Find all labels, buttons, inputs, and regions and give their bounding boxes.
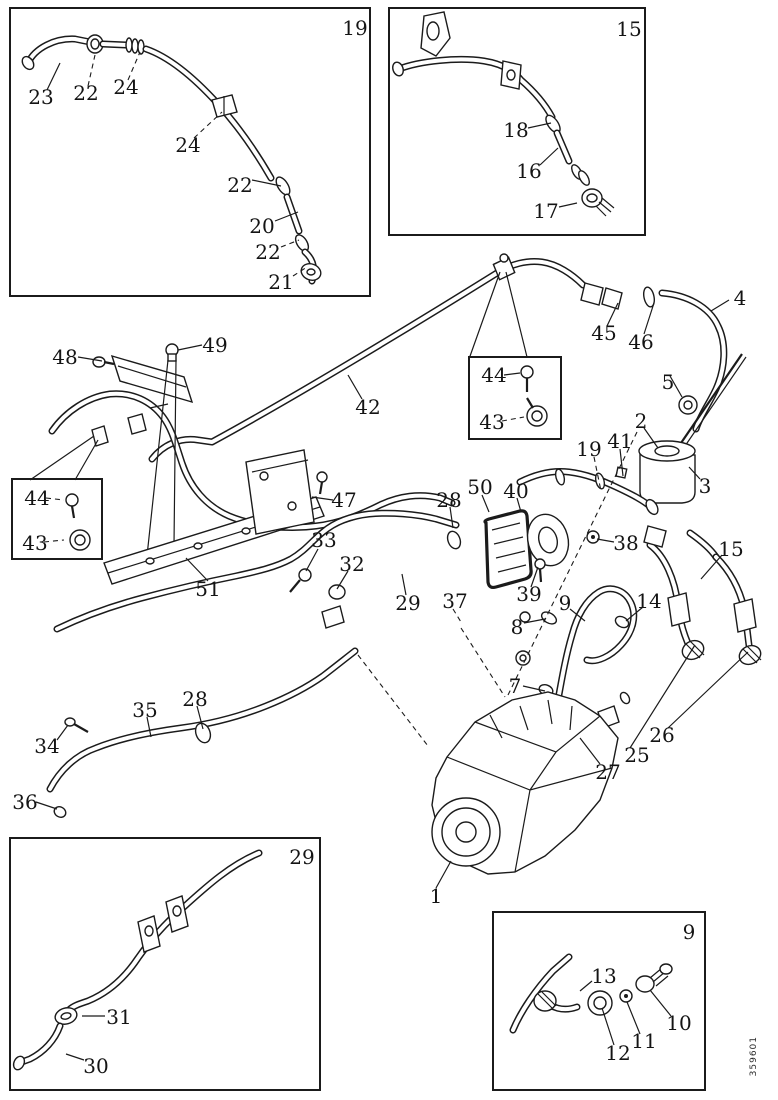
part-callout-15: 15 (718, 537, 744, 561)
part-callout-29: 29 (395, 591, 421, 615)
part-callout-37: 37 (442, 589, 468, 613)
part-callout-36: 36 (12, 790, 38, 814)
main-drawing (29, 253, 762, 889)
document-number: 359601 (749, 1036, 759, 1077)
part-callout-42: 42 (355, 395, 381, 419)
part-callout-22: 22 (255, 240, 281, 264)
part-callout-21: 21 (268, 270, 294, 294)
part-callout-2: 2 (634, 409, 648, 433)
part-callout-46: 46 (628, 330, 654, 354)
part-callout-29: 29 (289, 845, 315, 869)
part-callout-43: 43 (22, 531, 48, 555)
inset-top-right-drawing (392, 11, 615, 217)
part-callout-44: 44 (481, 363, 507, 387)
inset-frames (9, 7, 706, 1091)
inset-top-left-drawing (21, 34, 322, 283)
part-callout-23: 23 (28, 85, 54, 109)
part-callout-3: 3 (698, 474, 712, 498)
inset-bottom-right-frame (492, 911, 706, 1091)
part-callout-7: 7 (508, 674, 522, 698)
part-callout-31: 31 (106, 1005, 132, 1029)
inset-bottom-left-drawing (12, 853, 259, 1071)
part-callout-33: 33 (311, 528, 337, 552)
part-callout-16: 16 (516, 159, 542, 183)
part-callout-47: 47 (331, 488, 357, 512)
detail-box-44-43-center (468, 356, 562, 440)
part-callout-45: 45 (591, 321, 617, 345)
part-callout-17: 17 (533, 199, 559, 223)
part-callout-19: 19 (342, 16, 368, 40)
part-callout-30: 30 (83, 1054, 109, 1078)
part-callout-50: 50 (467, 475, 493, 499)
inset-bottom-right-drawing (513, 957, 673, 1046)
part-callout-48: 48 (52, 345, 78, 369)
part-callout-13: 13 (591, 964, 617, 988)
part-callout-11: 11 (631, 1029, 657, 1053)
part-callout-38: 38 (613, 531, 639, 555)
part-callout-25: 25 (624, 743, 650, 767)
part-callout-19: 19 (576, 437, 602, 461)
part-callout-44: 44 (24, 486, 50, 510)
part-callout-5: 5 (661, 370, 675, 394)
part-callout-14: 14 (636, 589, 662, 613)
part-callout-22: 22 (73, 81, 99, 105)
part-callout-15: 15 (616, 17, 642, 41)
part-callout-40: 40 (503, 479, 529, 503)
inset-bottom-left-frame (9, 837, 321, 1091)
part-callout-22: 22 (227, 173, 253, 197)
part-callout-28: 28 (436, 488, 462, 512)
part-callout-39: 39 (516, 582, 542, 606)
part-callout-35: 35 (132, 698, 158, 722)
detail-box-44-43-left (11, 478, 103, 560)
part-callout-34: 34 (34, 734, 60, 758)
part-callout-43: 43 (479, 410, 505, 434)
part-callout-20: 20 (249, 214, 275, 238)
part-callout-32: 32 (339, 552, 365, 576)
part-callout-10: 10 (666, 1011, 692, 1035)
part-callout-24: 24 (113, 75, 139, 99)
inset-top-left-frame (9, 7, 371, 297)
part-callout-51: 51 (195, 577, 221, 601)
part-callout-28: 28 (182, 687, 208, 711)
part-callout-1: 1 (429, 884, 443, 908)
part-callout-49: 49 (202, 333, 228, 357)
part-callout-26: 26 (649, 723, 675, 747)
part-callout-9: 9 (558, 591, 572, 615)
part-callout-24: 24 (175, 133, 201, 157)
part-callout-8: 8 (510, 615, 524, 639)
inset-top-right-frame (388, 7, 646, 236)
part-callout-18: 18 (503, 118, 529, 142)
part-callout-9: 9 (682, 920, 696, 944)
part-callout-4: 4 (733, 286, 747, 310)
part-callout-27: 27 (595, 760, 621, 784)
part-callout-12: 12 (605, 1041, 631, 1065)
part-callout-41: 41 (607, 429, 633, 453)
